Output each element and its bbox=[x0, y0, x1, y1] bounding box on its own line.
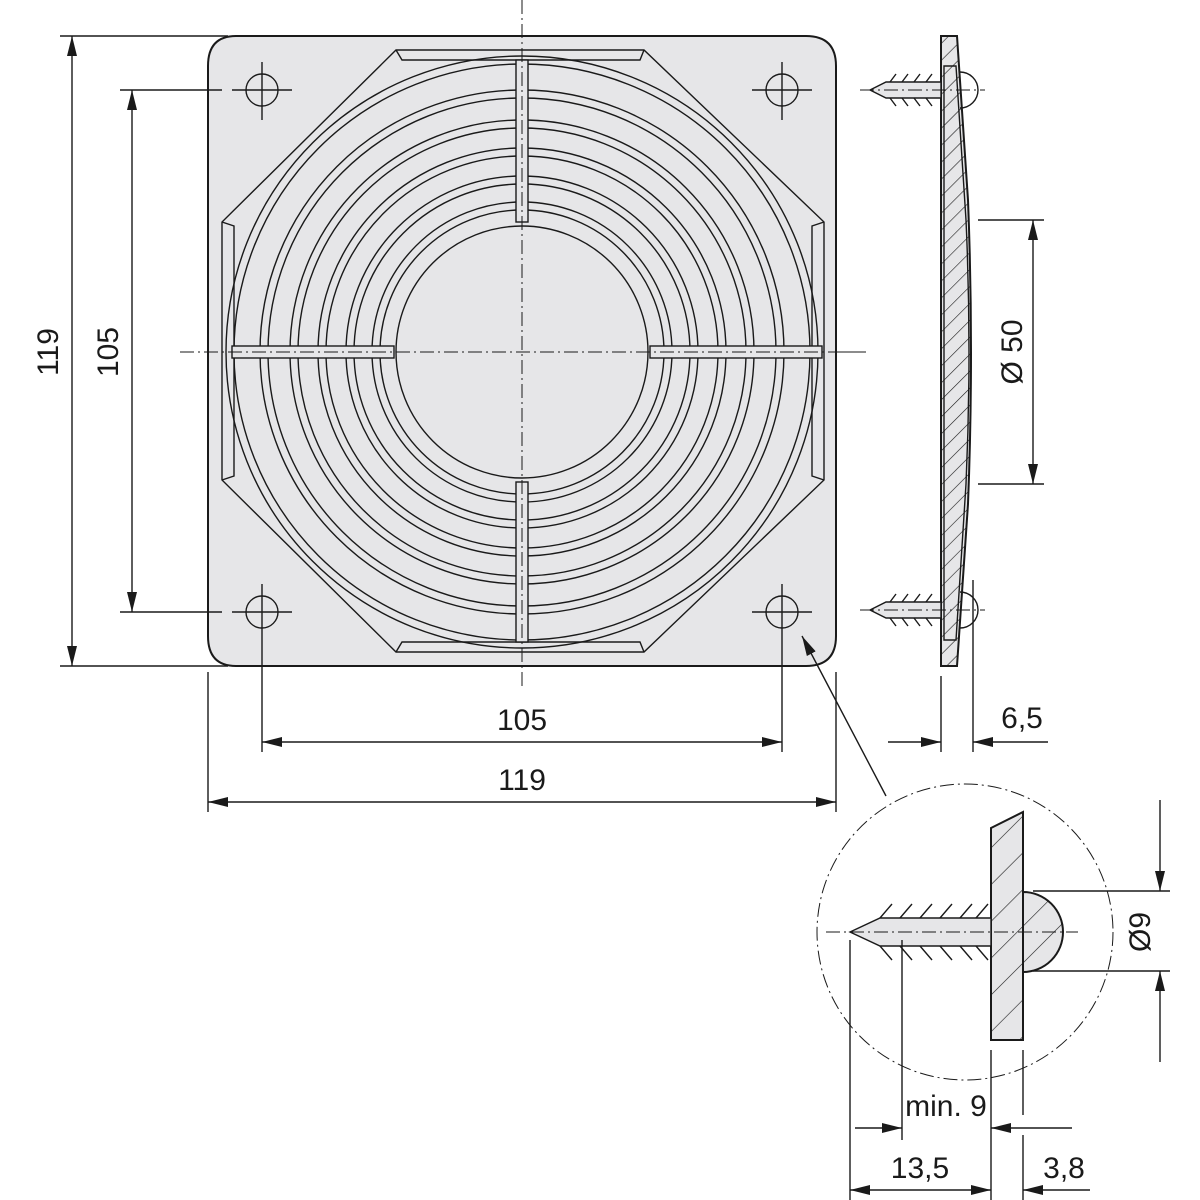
thickness-label: 6,5 bbox=[1001, 702, 1043, 735]
side-view bbox=[838, 35, 985, 667]
width-label: 119 bbox=[498, 764, 546, 797]
detail-pin bbox=[848, 917, 992, 947]
detail-circle bbox=[816, 783, 1114, 1081]
opening-diameter-label: Ø 50 bbox=[996, 319, 1029, 384]
side-dimensions bbox=[888, 219, 1048, 752]
front-dimensions bbox=[60, 35, 837, 812]
height-label: 119 bbox=[32, 328, 65, 376]
plate-outline bbox=[207, 35, 837, 667]
mounting-holes bbox=[232, 62, 812, 640]
hole-spacing-h-label: 105 bbox=[497, 704, 547, 737]
screw-bottom bbox=[868, 601, 942, 619]
pin-length-label: 13,5 bbox=[891, 1152, 949, 1185]
front-view bbox=[180, 0, 868, 690]
detail-plate bbox=[990, 810, 1024, 1041]
plate-thickness-label: 3,8 bbox=[1043, 1152, 1085, 1185]
detail-view bbox=[816, 783, 1114, 1081]
detail-leader bbox=[801, 635, 887, 797]
head-diameter-label: Ø9 bbox=[1124, 912, 1157, 952]
side-profile bbox=[940, 35, 972, 667]
detail-dimensions bbox=[849, 800, 1170, 1200]
min-length-label: min. 9 bbox=[905, 1090, 987, 1123]
screw-top bbox=[868, 81, 942, 99]
hole-spacing-v-label: 105 bbox=[92, 327, 125, 377]
